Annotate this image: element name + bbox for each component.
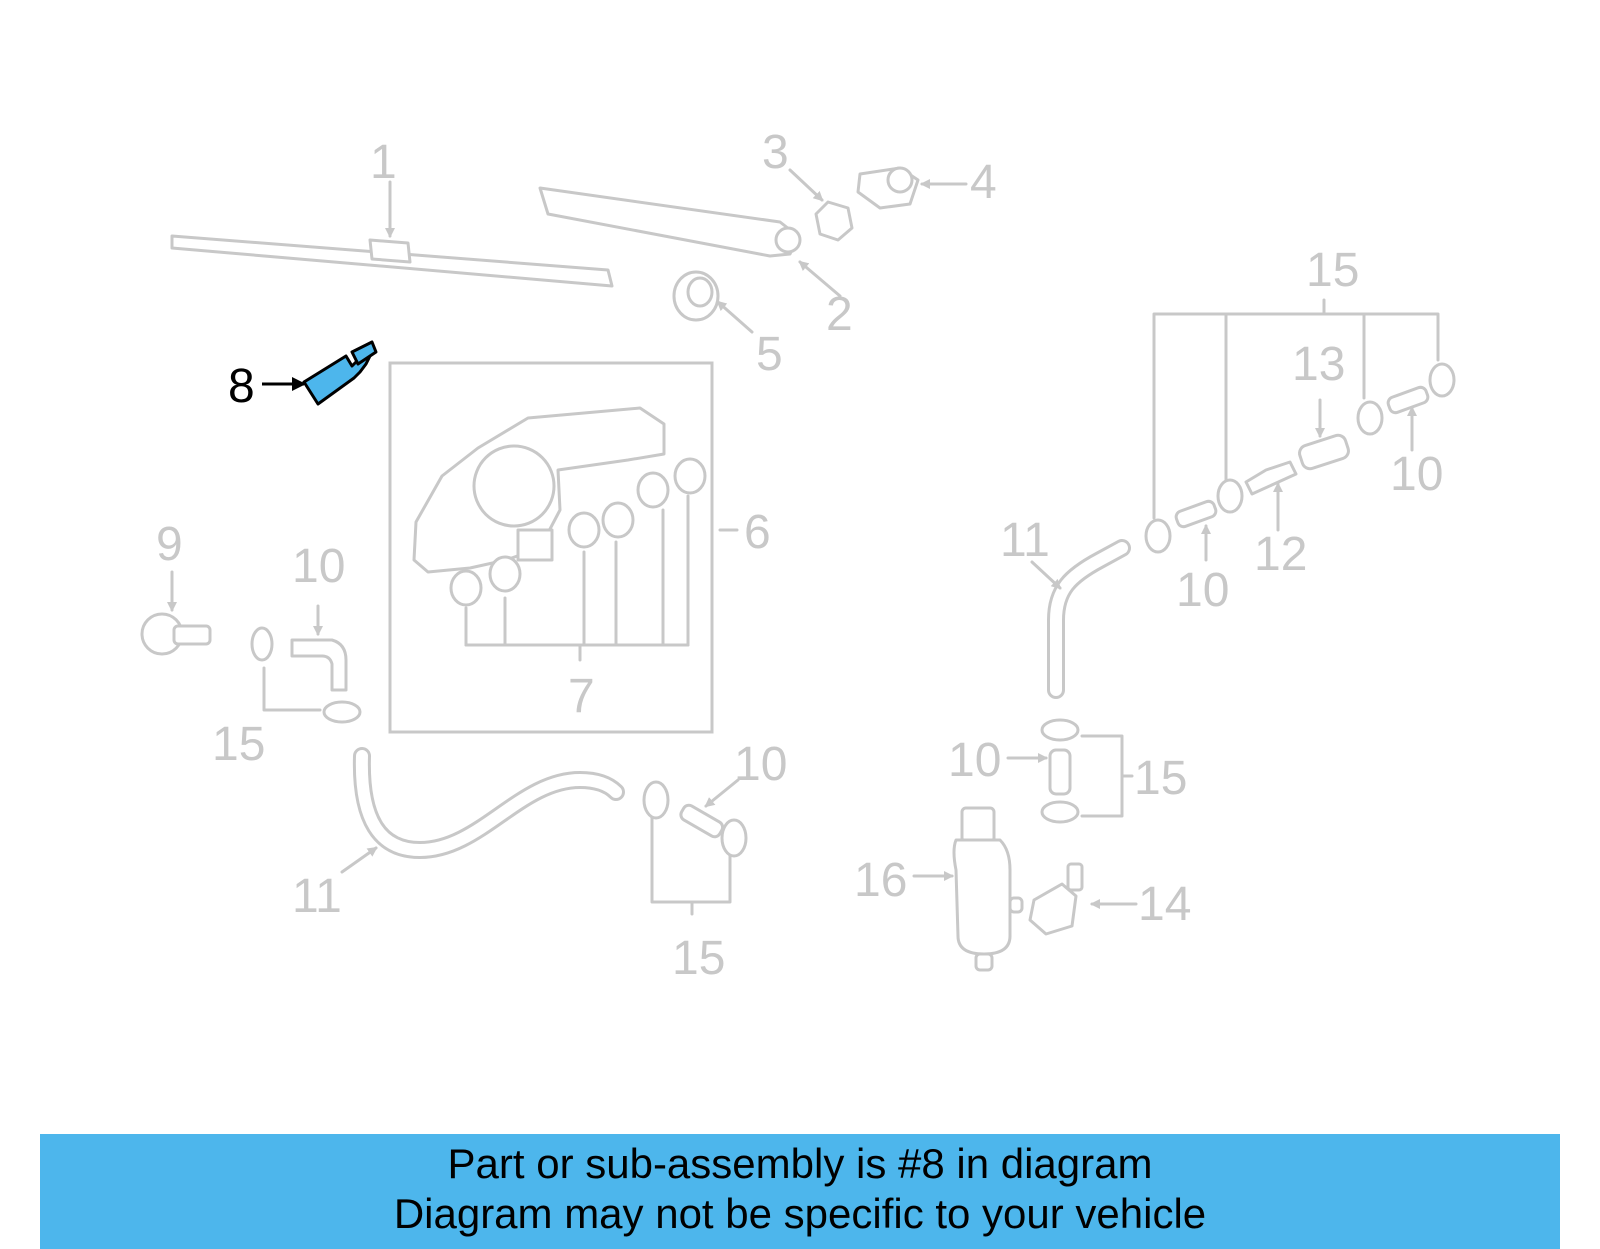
callout-15-bottom[interactable]: 15 [672,932,725,985]
tube-clamps-right [1006,718,1134,824]
callout-4[interactable]: 4 [970,156,997,209]
callout-8[interactable]: 8 [228,360,255,413]
callout-2[interactable]: 2 [826,288,853,341]
nut-part [788,168,854,242]
callout-10-bottom[interactable]: 10 [734,738,787,791]
info-banner: Part or sub-assembly is #8 in diagram Di… [40,1134,1560,1249]
callout-5[interactable]: 5 [756,328,783,381]
callout-10-left[interactable]: 10 [292,540,345,593]
callout-11-right[interactable]: 11 [1000,514,1050,567]
connector-group-bottom [642,778,748,916]
hose-11-right [1030,539,1131,699]
grommet-part [672,270,754,334]
callout-10-right[interactable]: 10 [1390,448,1443,501]
callout-10-mid-right[interactable]: 10 [1176,564,1229,617]
wiper-motor-part [412,406,666,574]
tube-fittings-top-right [1144,298,1456,562]
callout-1[interactable]: 1 [370,136,397,189]
callout-15-left[interactable]: 15 [212,718,265,771]
highlighted-part-8[interactable] [262,340,378,406]
wiper-blade-part [170,180,614,288]
callout-9[interactable]: 9 [156,518,183,571]
hose-elbow-left [250,604,362,724]
callout-13[interactable]: 13 [1292,338,1345,391]
motor-assembly-box [388,361,714,734]
cap-part [856,166,968,210]
callout-14[interactable]: 14 [1138,878,1191,931]
washer-pump-part [912,806,1024,972]
hose-11-bottom [340,747,625,874]
callout-11-bottom[interactable]: 11 [292,870,342,923]
callout-7[interactable]: 7 [568,670,595,723]
wiper-arm-part [538,186,842,298]
callout-15-right-mid[interactable]: 15 [1134,752,1187,805]
callout-10-right-mid[interactable]: 10 [948,734,1001,787]
nozzle-part-9 [140,570,212,656]
banner-line-1: Part or sub-assembly is #8 in diagram [447,1140,1153,1187]
callout-6[interactable]: 6 [744,506,771,559]
connector-part-14 [1028,862,1138,936]
callout-12[interactable]: 12 [1254,528,1307,581]
callout-3[interactable]: 3 [762,126,789,179]
callout-16[interactable]: 16 [854,854,907,907]
banner-line-2: Diagram may not be specific to your vehi… [393,1190,1207,1237]
bushing-set [449,457,707,607]
callout-7-leaders [464,494,690,662]
callout-15-top-right[interactable]: 15 [1306,244,1359,297]
